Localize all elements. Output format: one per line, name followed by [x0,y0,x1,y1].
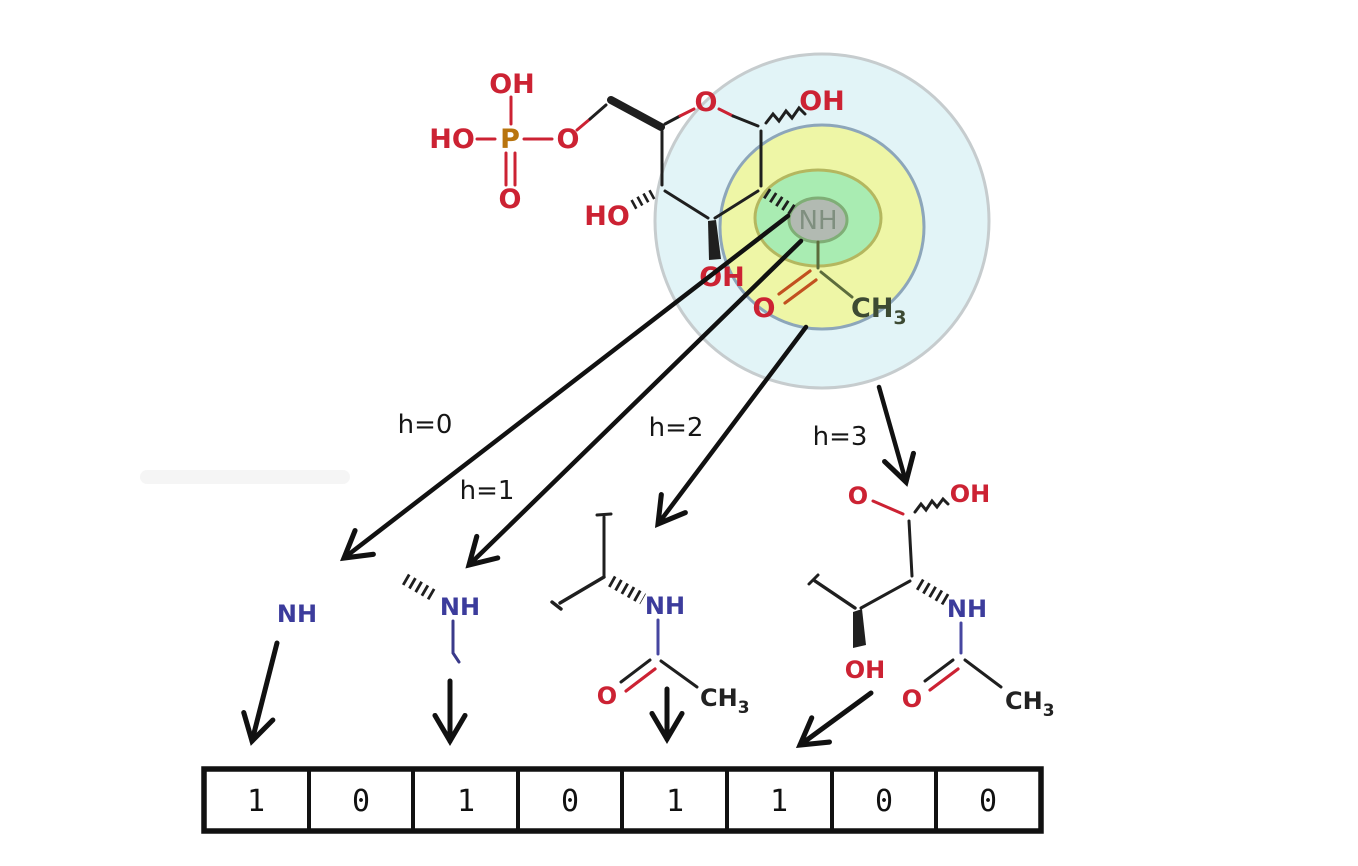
fragment-h1-nh-label: NH [440,593,480,621]
arrow-h3 [876,384,917,487]
atom-label-ring-o: O [695,87,718,118]
hash-wedge-c4-ho [628,189,656,211]
bit-cell-value: 0 [352,784,370,819]
bit-cell-value: 1 [770,784,788,819]
bit-cell-value: 0 [979,784,997,819]
phosphate-bonds [475,95,592,187]
fragment-h1-stub-bond [451,619,461,664]
solid-wedge-c3-oh [708,220,721,260]
radius-label-h2: h=2 [649,413,704,443]
atom-label-o-double: O [499,184,522,215]
bit-cell-value: 0 [561,784,579,819]
fragment-h3-nh-label: NH [947,595,987,623]
atom-label-ch3-acetyl: CH3 [851,293,907,329]
fragment-h2: NH O CH3 [550,512,750,718]
bit-cell-value: 1 [457,784,475,819]
atom-label-oh-anomeric: OH [799,86,845,117]
hash-wedge-c2-nh [763,188,797,216]
arrow-f1-to-bit [241,640,280,746]
radius-label-h0: h=0 [398,410,453,440]
fragment-h2-nh-label: NH [645,592,685,620]
bit-cell-value: 1 [247,784,265,819]
fragment-h3-oh-bottom-label: OH [845,656,886,684]
bit-cell-value: 1 [666,784,684,819]
scan-smudge [140,470,350,484]
atom-label-ho-c4: HO [584,201,630,232]
acetyl-bonds [777,240,854,305]
bit-cell-value: 0 [875,784,893,819]
radius-arrows: h=0 h=1 h=2 h=3 [340,213,917,569]
arrow-h1 [465,238,804,569]
hash-wedge-f3 [608,575,646,605]
atom-label-ho-phosphate-left: HO [429,124,475,155]
atom-label-nh-center: NH [799,206,838,236]
fragment-h2-o-label: O [597,682,617,710]
fragment-h1: NH [401,573,480,664]
bit-arrows [241,640,874,748]
bit-vector: 1 0 1 0 1 1 0 0 [201,766,1044,834]
bold-wedge-bond [607,96,665,131]
atom-label-o-ester: O [557,124,580,155]
fragment-h3-o-top-label: O [848,482,868,510]
solid-wedge-f4-oh [853,609,866,648]
radius-label-h1: h=1 [460,476,515,506]
radius-label-h3: h=3 [813,422,868,452]
fragment-h0: NH [277,600,317,628]
arrow-f4-to-bit [795,690,874,748]
ring-bonds [588,96,807,260]
wavy-bond-f4 [913,496,950,514]
arrow-h2 [654,324,809,529]
fragment-h3-o-carbonyl-label: O [902,685,922,713]
atom-label-oh-phosphate-top: OH [489,69,535,100]
fragment-h2-ch3-label: CH3 [700,684,750,718]
fragment-h3: O OH NH O CH3 OH [807,480,1055,721]
fragment-h3-ch3-label: CH3 [1005,687,1055,721]
hash-wedge-f4 [915,578,952,607]
atom-label-phosphorus: P [500,124,520,155]
fragment-h3-oh-top-label: OH [950,480,991,508]
main-molecule: OH HO P O O O OH HO OH NH O CH3 [429,69,906,329]
wavy-bond-anomeric [764,105,807,125]
bit-vector-dividers [307,769,938,831]
hash-wedge-f2 [401,573,440,603]
arrow-h0 [340,213,791,562]
fragment-h0-nh-label: NH [277,600,317,628]
atom-label-o-acetyl: O [753,293,776,324]
